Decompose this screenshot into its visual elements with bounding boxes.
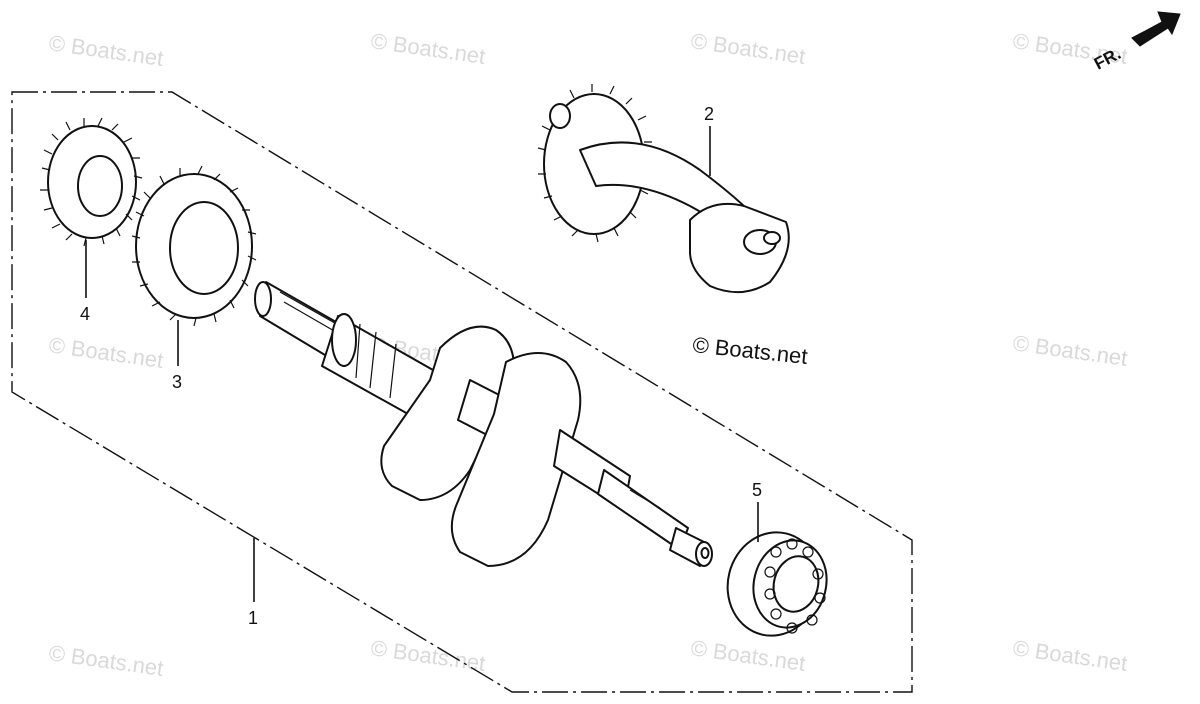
callout-5: 5 [752, 480, 762, 500]
watermark: © Boats.net [47, 332, 165, 373]
callout-3: 3 [172, 372, 182, 392]
watermark: © Boats.net [689, 28, 807, 69]
front-arrow-icon [1131, 11, 1181, 47]
watermark: © Boats.net [47, 30, 165, 71]
watermark: © Boats.net [369, 28, 487, 69]
copyright-notice: © Boats.net [691, 332, 808, 369]
ball-bearing-part-5 [726, 531, 828, 637]
watermark: © Boats.net [689, 635, 807, 676]
gear-large-part-3 [131, 165, 257, 327]
watermark: © Boats.net [1011, 635, 1129, 676]
watermark: © Boats.net [369, 635, 487, 676]
gear-small-part-4 [40, 117, 143, 247]
callout-2: 2 [704, 104, 714, 124]
assembly-boundary [11, 91, 913, 693]
watermark: © Boats.net [47, 640, 165, 681]
callout-4: 4 [80, 304, 90, 324]
crankshaft-part-1 [254, 281, 713, 567]
watermark: © Boats.net [1011, 330, 1129, 371]
balancer-shaft-part-2 [537, 84, 790, 294]
callout-1: 1 [248, 608, 258, 628]
